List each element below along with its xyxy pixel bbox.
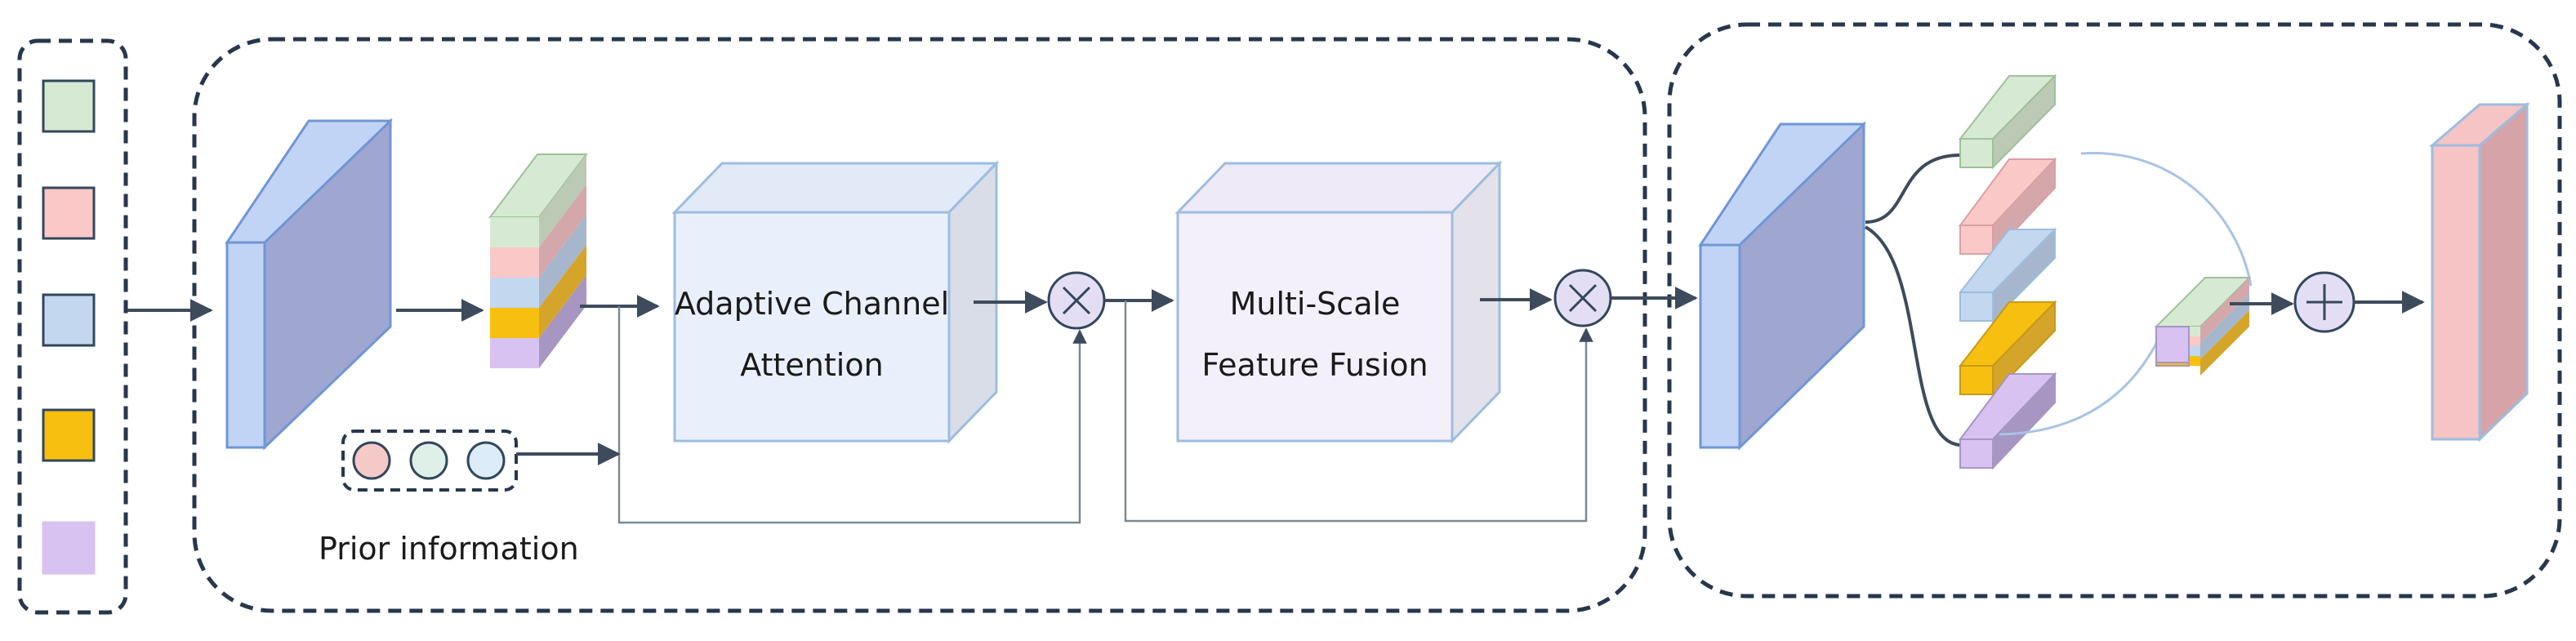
multiply-operator-icon (1047, 271, 1106, 330)
fused-stack (2154, 277, 2252, 376)
legend-square-2 (42, 186, 96, 240)
output-feature-map (2428, 101, 2531, 443)
prior-dot-1 (352, 441, 391, 480)
prior-box (341, 430, 518, 492)
legend-panel (17, 38, 128, 615)
fusion-curve-top (2080, 151, 2253, 287)
legend-squares (42, 79, 96, 575)
input-feature-map (225, 118, 393, 451)
fusion-label-line1: Multi-Scale (1230, 286, 1401, 322)
channel-stack (488, 154, 589, 368)
attention-fusion-panel (192, 37, 1647, 613)
legend-square-1 (42, 79, 96, 133)
attention-cube (671, 160, 1000, 444)
scale-bar-purple (1959, 372, 2057, 470)
legend-square-4 (42, 408, 96, 462)
legend-square-3 (42, 293, 96, 347)
scale-bar-green (1958, 73, 2057, 170)
prior-dot-3 (466, 441, 506, 480)
prior-label: Prior information (319, 531, 579, 567)
output-panel (1667, 22, 2562, 599)
scale-bar-blue (1958, 227, 2057, 323)
attention-label-line1: Adaptive Channel (675, 286, 949, 322)
legend-square-5 (42, 521, 96, 575)
fusion-curve-bottom (1999, 326, 2166, 436)
connector-curve-bottom (1865, 225, 1961, 447)
fusion-label-line2: Feature Fusion (1201, 347, 1428, 383)
fusion-cube (1174, 160, 1503, 444)
add-operator-icon (2293, 271, 2355, 333)
attention-label-line2: Attention (740, 347, 883, 383)
scale-bar-yellow (1958, 300, 2057, 397)
prior-dot-2 (409, 441, 448, 480)
skip-line-1 (617, 306, 1087, 524)
multiply-operator-icon (1553, 269, 1612, 327)
right-feature-map (1698, 121, 1866, 451)
skip-line-2 (1124, 300, 1593, 523)
connector-curve-top (1865, 154, 1961, 224)
